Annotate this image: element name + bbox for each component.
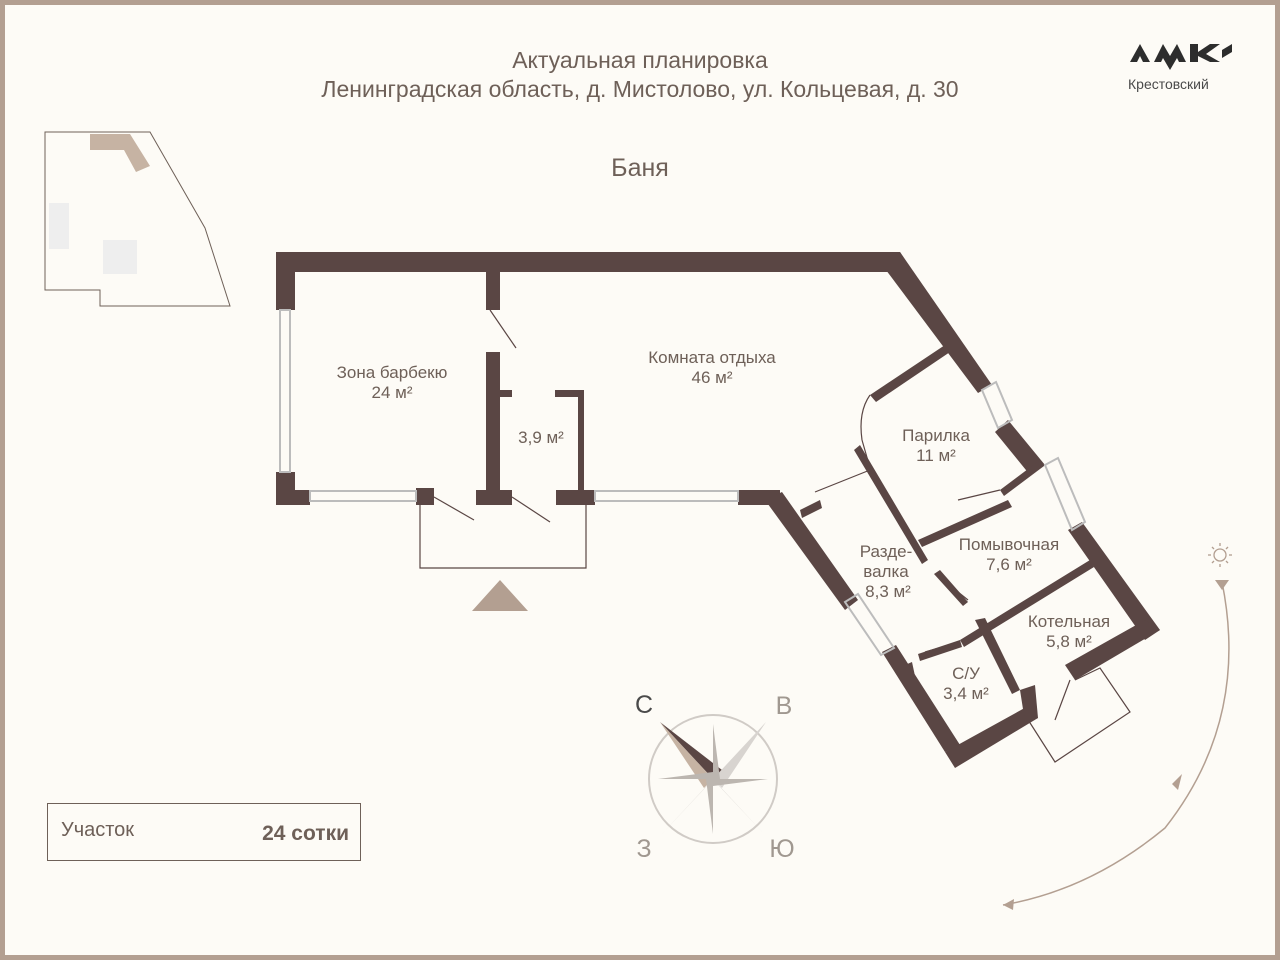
plot-info-box: Участок 24 сотки bbox=[47, 803, 361, 861]
compass-rose-icon bbox=[648, 714, 778, 844]
room-area-wc: 3,4 м² bbox=[943, 684, 989, 703]
logo-text: Крестовский bbox=[1128, 76, 1209, 92]
krestovsky-logo-icon bbox=[1130, 44, 1232, 70]
room-area-lounge: 46 м² bbox=[692, 368, 733, 387]
room-area-closet: 3,9 м² bbox=[518, 428, 564, 447]
plot-label: Участок bbox=[61, 819, 135, 841]
address: Ленинградская область, д. Мистолово, ул.… bbox=[321, 76, 959, 102]
room-area-dressing: 8,3 м² bbox=[865, 582, 911, 601]
compass-west: З bbox=[636, 835, 651, 863]
compass-east: В bbox=[776, 692, 793, 720]
room-name-steam: Парилка bbox=[902, 426, 970, 445]
room-name-boiler: Котельная bbox=[1028, 612, 1110, 631]
room-name-bbq: Зона барбекю bbox=[337, 363, 448, 382]
header: Актуальная планировка Ленинградская обла… bbox=[0, 46, 1280, 104]
room-name-wc: С/У bbox=[952, 664, 980, 683]
room-name-wash: Помывочная bbox=[959, 535, 1059, 554]
walls bbox=[276, 252, 1160, 768]
compass-north: С bbox=[635, 691, 653, 719]
site-plan-thumbnail bbox=[44, 131, 231, 307]
windows bbox=[279, 309, 1087, 657]
porches bbox=[419, 505, 1131, 763]
entrance-arrow-icon bbox=[472, 580, 528, 611]
plot-value: 24 сотки bbox=[262, 822, 349, 845]
page-frame bbox=[5, 5, 1275, 955]
sun-icon bbox=[1208, 543, 1232, 567]
moon-icon bbox=[978, 892, 988, 912]
room-labels: Зона барбекю 24 м² Комната отдыха 46 м² … bbox=[337, 348, 1111, 703]
page-title: Актуальная планировка bbox=[512, 47, 768, 73]
door-swings bbox=[433, 309, 1071, 721]
room-area-bbq: 24 м² bbox=[372, 383, 413, 402]
sun-path bbox=[1002, 580, 1230, 910]
room-area-wash: 7,6 м² bbox=[986, 555, 1032, 574]
building-title: Баня bbox=[611, 154, 669, 182]
room-name-dressing-2: валка bbox=[863, 562, 909, 581]
room-name-lounge: Комната отдыха bbox=[648, 348, 776, 367]
room-name-dressing-1: Разде- bbox=[860, 542, 913, 561]
compass-south: Ю bbox=[769, 835, 794, 863]
room-area-boiler: 5,8 м² bbox=[1046, 632, 1092, 651]
room-area-steam: 11 м² bbox=[916, 446, 956, 465]
